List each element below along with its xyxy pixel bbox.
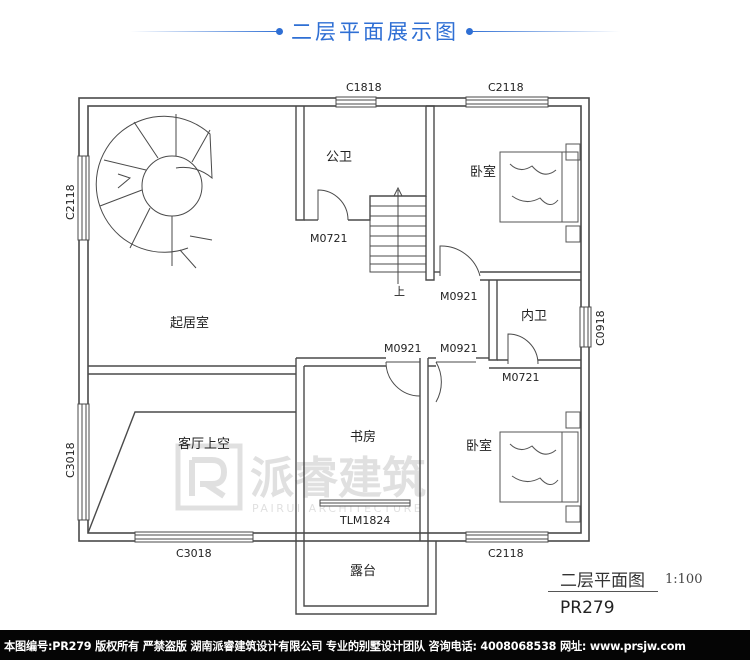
window-c3018-left — [77, 403, 90, 521]
window-c2118-bottom — [465, 531, 549, 543]
room-bedroom-bottom: 卧室 — [466, 438, 492, 454]
spiral-outer — [95, 115, 213, 253]
page-title: 二层平面展示图 — [291, 20, 459, 44]
footer-text: 本图编号:PR279 版权所有 严禁盗版 湖南派睿建筑设计有限公司 专业的别墅设… — [4, 640, 686, 653]
wall-study-right — [419, 358, 429, 541]
terrace-walls — [295, 541, 437, 615]
wall-innerbath-left — [488, 280, 498, 361]
wall-void-top — [88, 365, 296, 375]
spiral-core — [141, 155, 203, 217]
spiral-end-treads — [179, 235, 213, 269]
stair-up-label: 上 — [394, 285, 405, 298]
legend-rule — [548, 591, 658, 592]
door-m0921-study-right — [435, 361, 476, 403]
wall-study-left-top — [295, 357, 386, 541]
watermark-logo-box — [175, 443, 243, 511]
nightstand-bottom-a — [565, 411, 581, 429]
label-c1818: C1818 — [346, 81, 382, 94]
label-tlm1824: TLM1824 — [339, 514, 390, 527]
header-rule-right — [470, 31, 620, 32]
label-c2118-left: C2118 — [64, 184, 77, 220]
beds — [499, 143, 581, 523]
label-m0921-study-right: M0921 — [440, 342, 478, 355]
footer-bar: 本图编号:PR279 版权所有 严禁盗版 湖南派睿建筑设计有限公司 专业的别墅设… — [0, 630, 750, 660]
stair-arrow-head — [393, 186, 403, 197]
room-terrace: 露台 — [350, 564, 376, 579]
room-labels: 起居室 公卫 卧室 内卫 客厅上空 书房 卧室 露台 上 — [170, 150, 547, 579]
bed-top — [499, 151, 579, 223]
window-c2118-left — [77, 155, 90, 241]
wall-bedroom-left — [425, 105, 435, 281]
wall-bath-bottom-b — [348, 106, 427, 221]
door-m0921-bed-top — [439, 245, 481, 277]
room-study: 书房 — [350, 429, 376, 445]
wall-bed-bottom-stub — [428, 357, 436, 367]
straight-stair — [369, 186, 427, 284]
label-c3018-bottom: C3018 — [176, 547, 212, 560]
windows — [77, 96, 592, 543]
label-c2118-bottom: C2118 — [488, 547, 524, 560]
wall-innerbath-bottom — [489, 359, 581, 369]
label-m0921-bed-top: M0921 — [440, 290, 478, 303]
label-m0921-study-left: M0921 — [384, 342, 422, 355]
door-m0721-inner — [507, 333, 539, 365]
wall-bed-top-bottom — [480, 271, 581, 281]
bed-bottom-blanket — [509, 443, 559, 485]
legend-scale: 1:100 — [665, 572, 703, 587]
label-c0918: C0918 — [594, 310, 607, 346]
spiral-treads — [99, 114, 211, 266]
door-m0721-bath — [317, 189, 349, 221]
window-c0918 — [579, 306, 592, 348]
legend-code: PR279 — [560, 598, 615, 618]
header-rule-left — [130, 31, 280, 32]
room-inner-bath: 内卫 — [521, 308, 547, 324]
opening-labels: C1818 C2118 C2118 C0918 C3018 C3018 C211… — [64, 81, 607, 560]
watermark-logo-mark — [189, 457, 228, 499]
doors — [317, 189, 539, 403]
room-void: 客厅上空 — [178, 436, 230, 452]
page-header: 二层平面展示图 — [0, 0, 750, 64]
header-dot-right — [466, 28, 473, 35]
room-bedroom-top: 卧室 — [470, 164, 496, 180]
legend-title: 二层平面图 — [560, 571, 645, 591]
bed-bottom — [499, 431, 579, 503]
window-c1818 — [335, 96, 377, 108]
door-m0921-study-left — [385, 361, 421, 397]
window-c3018-bottom — [134, 531, 254, 543]
room-public-bath: 公卫 — [326, 150, 352, 165]
bed-top-blanket — [509, 163, 559, 205]
bed-bottom-pillow-area — [561, 431, 579, 503]
room-living: 起居室 — [170, 315, 209, 331]
wall-bath-left — [295, 106, 305, 221]
window-c2118-top — [465, 96, 549, 108]
bed-top-pillow-area — [561, 151, 579, 223]
nightstand-top-b — [565, 225, 581, 243]
terrace-outline — [295, 541, 437, 615]
label-c2118-top: C2118 — [488, 81, 524, 94]
label-m0721-inner: M0721 — [502, 371, 540, 384]
spiral-stair — [95, 114, 213, 269]
nightstand-top-a — [565, 143, 581, 161]
header-dot-left — [276, 28, 283, 35]
spiral-arrow — [117, 173, 132, 189]
floor-plan: 派睿建筑 PAIRUI ARCHITECTURE — [64, 81, 607, 615]
label-m0721-bath: M0721 — [310, 232, 348, 245]
interior-walls — [87, 105, 581, 541]
label-c3018-left: C3018 — [64, 442, 77, 478]
void-outline — [87, 411, 296, 534]
nightstand-bottom-b — [565, 505, 581, 523]
watermark-brand: 派睿建筑 — [250, 453, 426, 504]
